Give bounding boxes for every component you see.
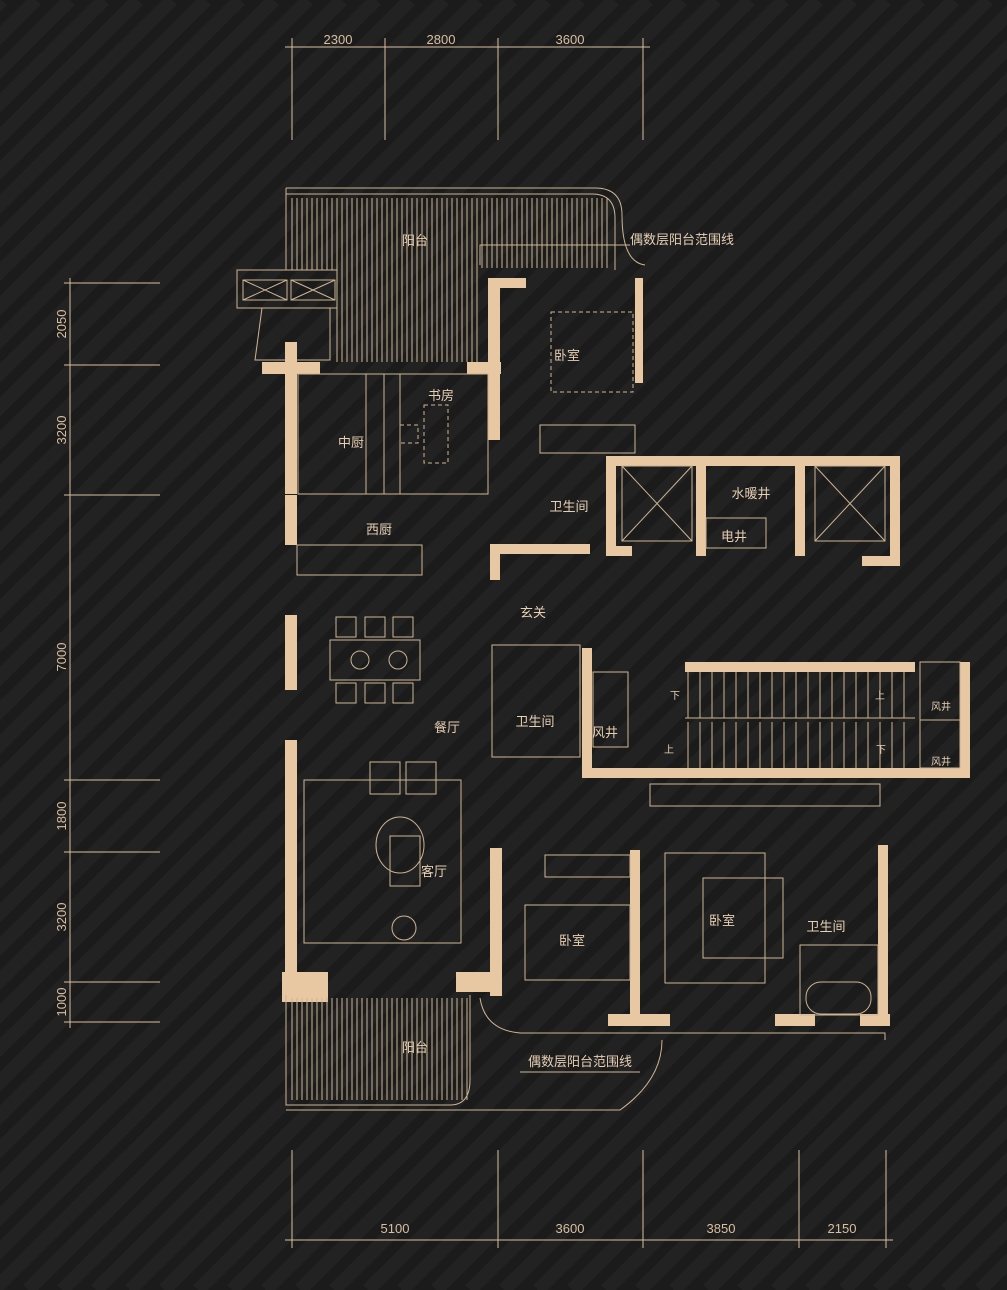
background-stripe: [0, 0, 279, 282]
label-balcony-note-top: 偶数层阳台范围线: [630, 233, 734, 248]
label-bedroom-bottom-1: 卧室: [559, 933, 585, 949]
background-stripe: [0, 0, 818, 1290]
label-bathroom-bottom: 卫生间: [806, 920, 845, 935]
background-stripe: [0, 0, 954, 1290]
label-living: 客厅: [421, 864, 447, 880]
background-stripe: [601, 882, 1007, 1290]
dim-left-3: 7000: [54, 643, 69, 672]
top-dimension-line: 2300 2800 3600: [285, 32, 650, 140]
label-foyer: 玄关: [520, 606, 546, 621]
background-stripe: [465, 747, 1007, 1290]
background-stripe: [0, 0, 313, 316]
background-stripe: [0, 0, 483, 485]
background-stripe: [363, 646, 1007, 1290]
bottom-dimension-line: 5100 3600 3850 2150: [285, 1150, 893, 1248]
background-stripe: [0, 0, 512, 1290]
background-stripe: [0, 0, 546, 1290]
background-stripe: [0, 0, 381, 383]
background-stripe: [635, 915, 1007, 1290]
balcony-top: [285, 187, 646, 362]
label-stair-down-2: 下: [876, 745, 886, 756]
label-balcony-top: 阳台: [402, 234, 428, 249]
label-water-heating-shaft: 水暖井: [731, 487, 770, 502]
label-dining: 餐厅: [434, 720, 460, 736]
dim-top-3: 3600: [556, 32, 585, 47]
background-stripe: [669, 949, 1007, 1290]
label-stair-up-1: 上: [875, 690, 885, 702]
label-stair-up-2: 上: [664, 744, 674, 756]
label-electric-shaft: 电井: [721, 530, 747, 545]
background-stripe: [0, 0, 716, 1290]
background-stripe: [0, 0, 682, 1290]
background-stripe: [0, 0, 750, 1290]
dim-left-5: 3200: [54, 903, 69, 932]
label-bedroom-bottom-2: 卧室: [709, 913, 735, 929]
dim-top-2: 2800: [427, 32, 456, 47]
label-balcony-bottom: 阳台: [402, 1041, 428, 1056]
background-stripe: [57, 342, 1007, 1290]
background-stripe: [159, 443, 1007, 1290]
label-bedroom-top: 卧室: [554, 348, 580, 364]
background-stripe: [261, 544, 1007, 1290]
background-stripe: [737, 1017, 1007, 1290]
label-stair-down-1: 下: [670, 691, 680, 702]
label-bathroom-mid: 卫生间: [515, 715, 554, 730]
dim-bottom-4: 2150: [828, 1221, 857, 1236]
dim-bottom-3: 3850: [707, 1221, 736, 1236]
background-stripe: [0, 0, 920, 1290]
background-stripe: [0, 0, 580, 1290]
background-stripe: [397, 679, 1007, 1290]
background-stripe: [0, 0, 347, 350]
background-stripe: [0, 0, 886, 1290]
background-stripe: [91, 376, 1007, 1290]
background-stripe: [771, 1050, 1007, 1290]
dim-bottom-1: 5100: [381, 1221, 410, 1236]
left-dimension-line: 2050 3200 7000 1800 3200 1000: [54, 278, 160, 1028]
room-labels: 阳台 偶数层阳台范围线 卧室 书房 中厨 西厨 卫生间 水暖井 电井 玄关 餐厅…: [338, 233, 951, 1070]
background-stripe: [295, 578, 1007, 1290]
background-stripe: [0, 0, 415, 417]
dim-left-4: 1800: [54, 802, 69, 831]
label-air-shaft-1: 风井: [592, 726, 618, 741]
dim-top-1: 2300: [324, 32, 353, 47]
dim-left-6: 1000: [54, 988, 69, 1017]
label-balcony-note-bottom: 偶数层阳台范围线: [528, 1055, 632, 1070]
label-western-kitchen: 西厨: [366, 523, 392, 538]
dim-left-1: 2050: [54, 310, 69, 339]
background-stripe: [703, 983, 1007, 1290]
background-stripe: [533, 814, 1007, 1290]
label-study: 书房: [428, 388, 454, 404]
interior-lines: [296, 311, 961, 1040]
dim-left-2: 3200: [54, 416, 69, 445]
background-stripe: [0, 0, 648, 1290]
label-chinese-kitchen: 中厨: [338, 436, 364, 451]
label-bathroom-top: 卫生间: [549, 500, 588, 515]
balcony-bottom: [285, 995, 663, 1111]
walls: [262, 278, 970, 1026]
background-stripe: [567, 848, 1007, 1290]
background-stripe: [0, 0, 245, 249]
background-stripe: [23, 308, 1007, 1290]
background-stripe: [499, 781, 1007, 1290]
background-stripe: [0, 0, 449, 451]
background-stripe: [193, 477, 1007, 1290]
dim-bottom-2: 3600: [556, 1221, 585, 1236]
background-stripe: [329, 612, 1007, 1290]
background-stripe: [227, 511, 1007, 1290]
label-air-shaft-3: 风井: [931, 755, 951, 768]
background-stripe: [0, 0, 852, 1290]
label-air-shaft-2: 风井: [931, 700, 951, 713]
